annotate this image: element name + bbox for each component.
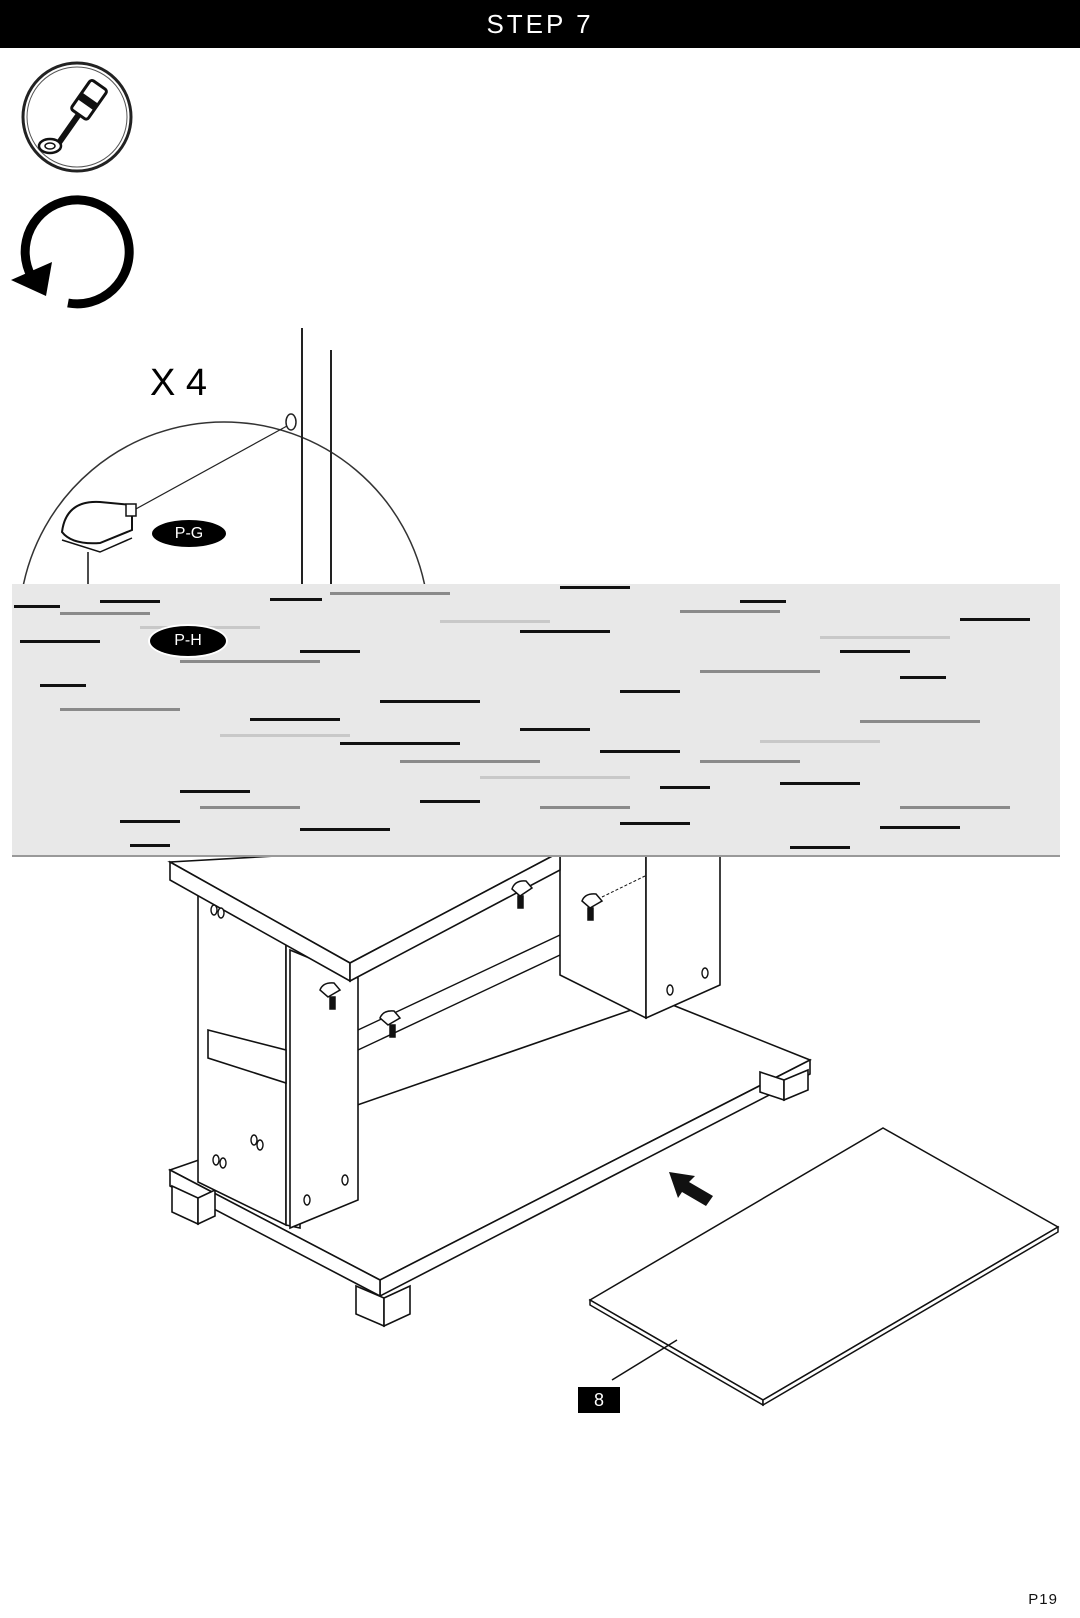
panel-8-drawing bbox=[588, 1127, 1060, 1407]
part-label-ph: P-H bbox=[150, 626, 226, 656]
insert-arrow-icon bbox=[669, 1172, 713, 1206]
page-number: P19 bbox=[1028, 1591, 1058, 1608]
step-title: STEP 7 bbox=[486, 8, 594, 39]
noise-band bbox=[12, 584, 1060, 857]
screwdriver-icon bbox=[21, 61, 133, 173]
rotate-counterclockwise-icon bbox=[11, 195, 134, 309]
shelf-clips bbox=[319, 875, 646, 1038]
detail-magnifier bbox=[21, 328, 427, 593]
part-label-pg: P-G bbox=[152, 520, 226, 547]
panel-number-text: 8 bbox=[593, 1389, 604, 1410]
cabinet-frame bbox=[167, 844, 812, 1328]
quantity-label: X 4 bbox=[150, 362, 208, 404]
step-header: STEP 7 bbox=[0, 0, 1080, 48]
dowel-holes bbox=[210, 904, 709, 1206]
panel-number-label: 8 bbox=[578, 1387, 620, 1413]
part-label-pg-text: P-G bbox=[174, 524, 204, 542]
part-label-ph-text: P-H bbox=[174, 632, 202, 649]
assembly-drawing bbox=[12, 328, 1060, 1407]
